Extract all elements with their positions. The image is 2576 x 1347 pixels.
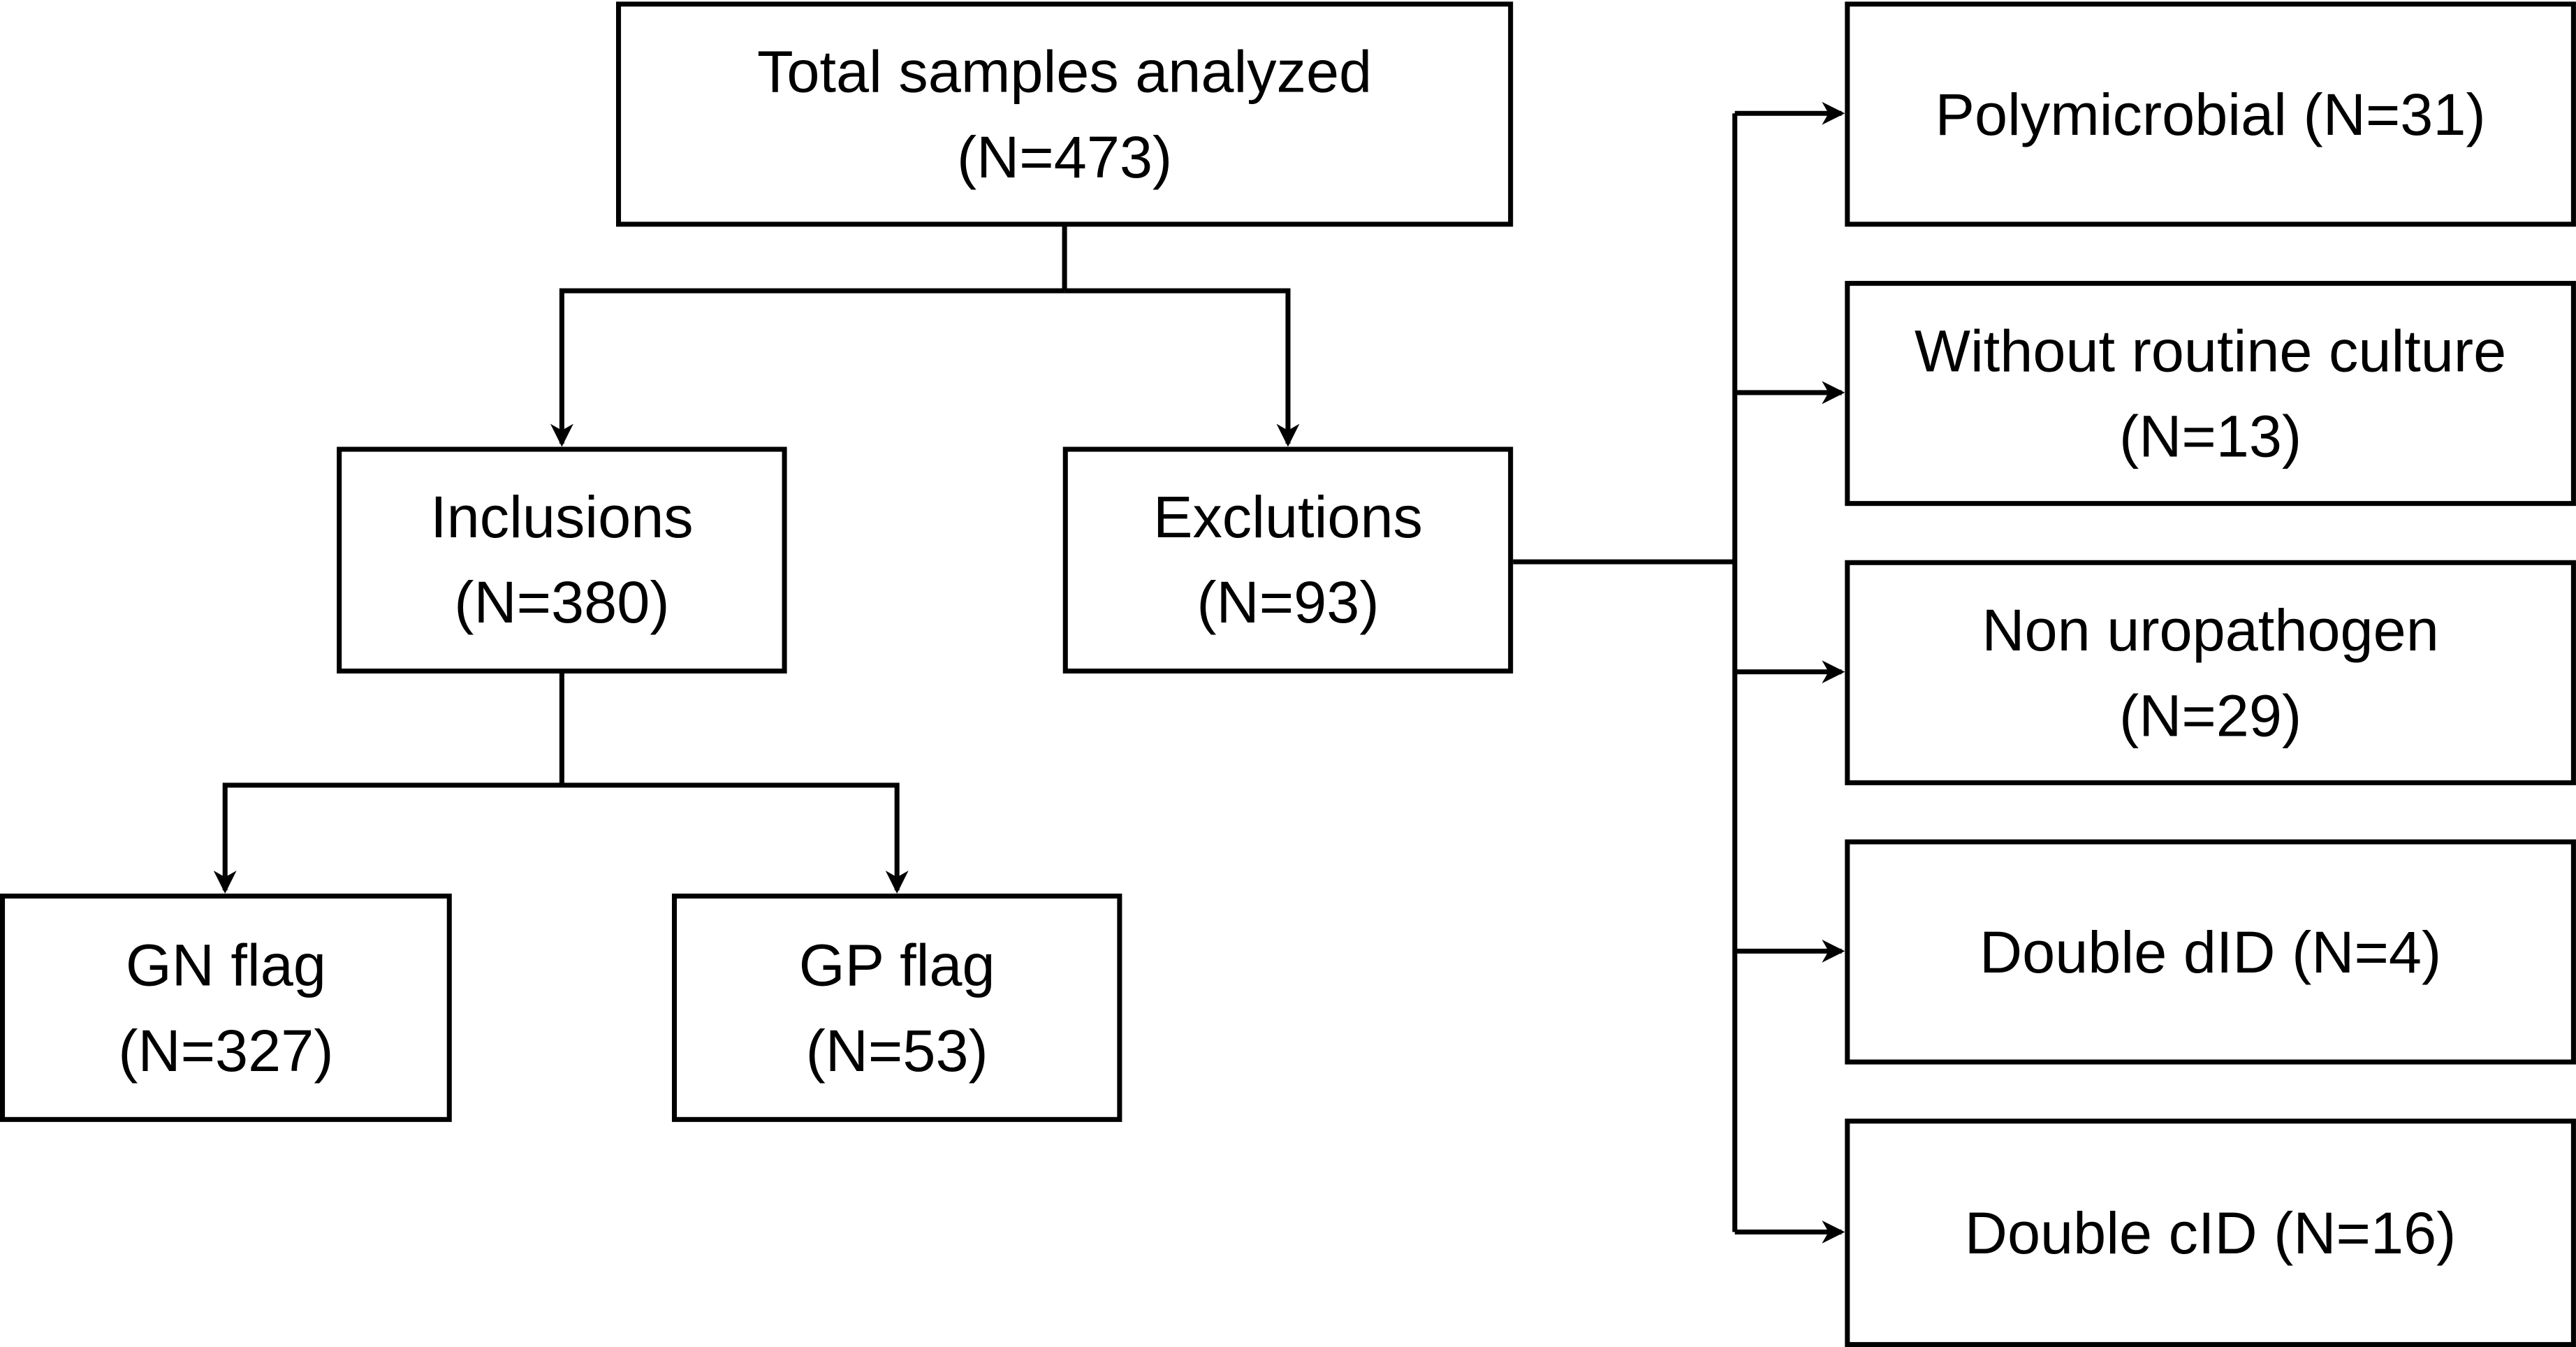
node-without-routine-culture-label: Without routine culture xyxy=(1915,316,2507,384)
node-gn-flag: GN flag (N=327) xyxy=(0,894,452,1122)
node-gp-flag: GP flag (N=53) xyxy=(671,894,1122,1122)
edge-inclusions-gp xyxy=(562,782,909,894)
node-exclusions-label: Exclutions xyxy=(1152,483,1423,551)
node-exclusions-count: (N=93) xyxy=(1196,568,1380,636)
node-non-uropathogen-label: Non uropathogen xyxy=(1982,595,2439,663)
node-inclusions: Inclusions (N=380) xyxy=(337,446,787,674)
node-double-cid-label: Double cID (N=16) xyxy=(1964,1198,2457,1266)
node-double-did-label: Double dID (N=4) xyxy=(1979,917,2442,985)
node-gp-flag-count: (N=53) xyxy=(805,1016,988,1084)
node-polymicrobial-label: Polymicrobial (N=31) xyxy=(1935,80,2486,147)
edge-total-inclusions xyxy=(550,288,1065,447)
node-total-samples-label: Total samples analyzed xyxy=(757,36,1373,105)
node-non-uropathogen-count: (N=29) xyxy=(2119,680,2302,748)
node-polymicrobial: Polymicrobial (N=31) xyxy=(1845,1,2576,227)
node-gn-flag-label: GN flag xyxy=(125,930,326,998)
node-double-cid: Double cID (N=16) xyxy=(1845,1119,2576,1347)
node-exclusions: Exclutions (N=93) xyxy=(1062,446,1514,674)
node-total-samples-count: (N=473) xyxy=(956,122,1173,190)
node-gp-flag-label: GP flag xyxy=(798,930,995,998)
node-without-routine-culture: Without routine culture (N=13) xyxy=(1845,281,2576,507)
node-gn-flag-count: (N=327) xyxy=(118,1016,334,1084)
node-without-routine-culture-count: (N=13) xyxy=(2119,401,2302,469)
node-total-samples: Total samples analyzed (N=473) xyxy=(616,1,1514,227)
node-inclusions-count: (N=380) xyxy=(454,568,670,636)
edge-inclusions-gn xyxy=(213,782,562,894)
edge-total-exclusions xyxy=(1064,288,1300,447)
node-inclusions-label: Inclusions xyxy=(430,483,694,551)
node-non-uropathogen: Non uropathogen (N=29) xyxy=(1845,560,2576,785)
node-double-did: Double dID (N=4) xyxy=(1845,839,2576,1065)
